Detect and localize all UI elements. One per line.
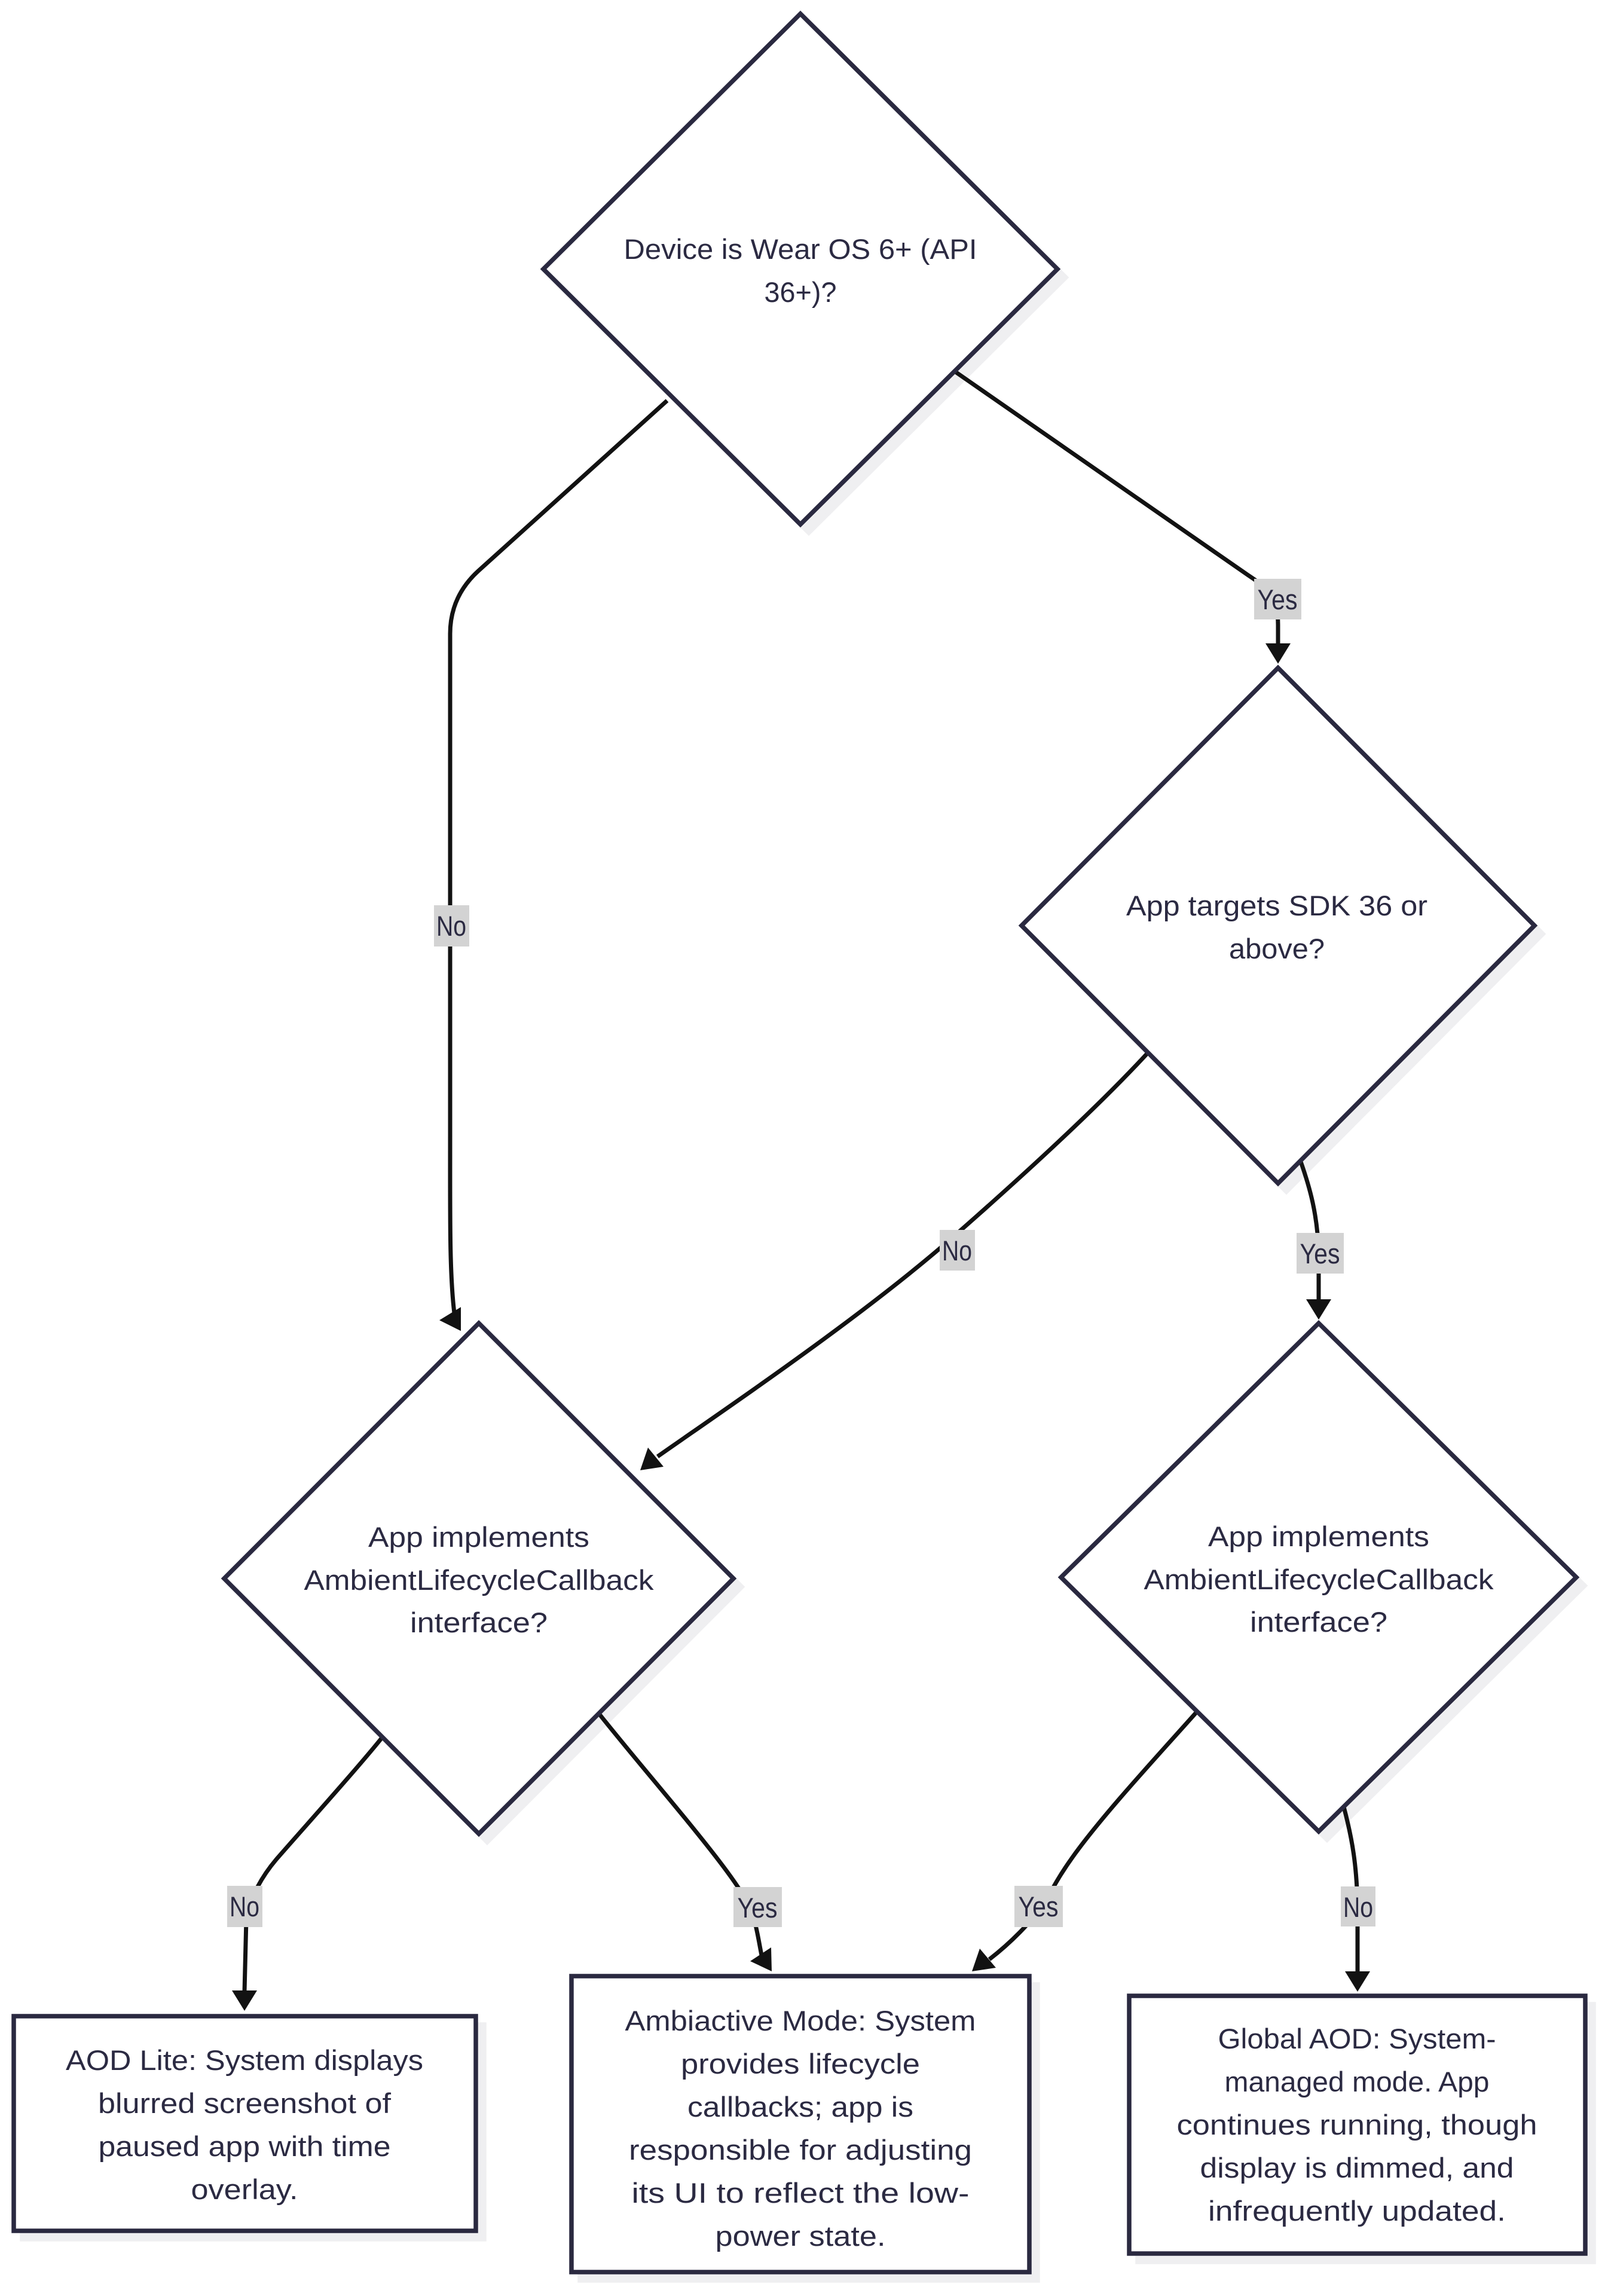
svg-text:interface?: interface? (1250, 1606, 1387, 1638)
svg-text:its UI to reflect the low-: its UI to reflect the low- (632, 2177, 970, 2209)
svg-text:No: No (436, 910, 466, 942)
svg-text:managed mode. App: managed mode. App (1225, 2066, 1490, 2097)
svg-text:responsible for adjusting: responsible for adjusting (629, 2134, 972, 2166)
svg-text:infrequently updated.: infrequently updated. (1208, 2195, 1506, 2227)
svg-text:No: No (942, 1235, 972, 1266)
svg-text:No: No (230, 1891, 259, 1922)
svg-text:Device is Wear OS 6+ (API: Device is Wear OS 6+ (API (624, 233, 977, 265)
svg-text:callbacks; app is: callbacks; app is (687, 2091, 913, 2123)
svg-text:display is dimmed, and: display is dimmed, and (1200, 2152, 1514, 2184)
svg-text:Yes: Yes (1300, 1238, 1340, 1269)
svg-text:App targets SDK 36 or: App targets SDK 36 or (1126, 890, 1427, 921)
svg-text:Ambiactive Mode: System: Ambiactive Mode: System (625, 2005, 976, 2037)
svg-text:continues running, though: continues running, though (1177, 2109, 1537, 2141)
svg-text:App implements: App implements (1208, 1521, 1429, 1552)
svg-text:Yes: Yes (1019, 1891, 1059, 1922)
svg-text:Yes: Yes (1258, 584, 1298, 615)
svg-text:provides lifecycle: provides lifecycle (681, 2048, 920, 2080)
svg-text:Yes: Yes (738, 1892, 778, 1923)
svg-text:blurred screenshot of: blurred screenshot of (98, 2087, 392, 2119)
svg-text:AmbientLifecycleCallback: AmbientLifecycleCallback (1144, 1564, 1494, 1595)
svg-text:Global AOD: System-: Global AOD: System- (1218, 2023, 1496, 2054)
svg-text:paused app with time: paused app with time (99, 2130, 391, 2162)
svg-text:No: No (1343, 1891, 1373, 1923)
svg-text:above?: above? (1229, 933, 1325, 964)
svg-text:36+)?: 36+)? (765, 276, 837, 308)
svg-text:power state.: power state. (716, 2220, 886, 2252)
svg-text:AmbientLifecycleCallback: AmbientLifecycleCallback (304, 1564, 655, 1596)
svg-text:interface?: interface? (410, 1607, 548, 1638)
svg-text:AOD Lite: System displays: AOD Lite: System displays (66, 2044, 423, 2076)
svg-text:overlay.: overlay. (191, 2173, 298, 2205)
svg-text:App implements: App implements (368, 1521, 589, 1553)
